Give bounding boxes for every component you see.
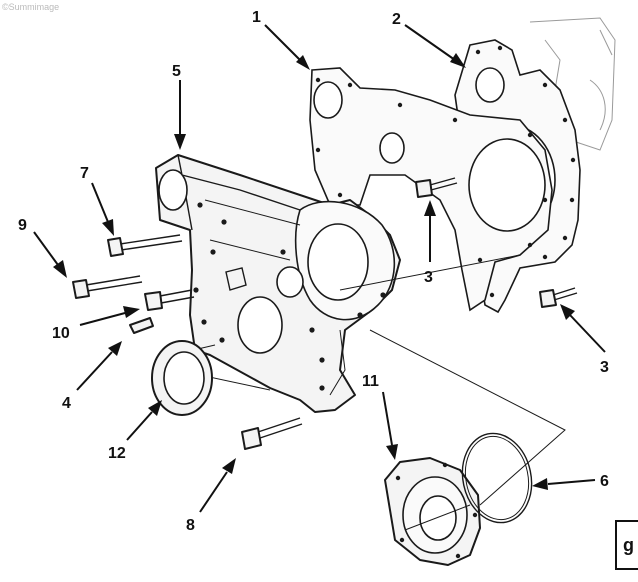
callout-leaders [33, 24, 606, 513]
front-cover-housing [155, 154, 401, 413]
callout-7: 7 [80, 165, 89, 182]
bolt-8 [241, 417, 303, 450]
bolt-9 [72, 275, 143, 299]
bolt-3-lower [539, 287, 578, 308]
watermark-text: ©Summimage [2, 2, 59, 12]
bolt-3-upper [415, 177, 458, 198]
callout-1: 1 [252, 9, 261, 26]
callout-10: 10 [52, 325, 70, 342]
callout-2: 2 [392, 11, 401, 28]
callout-3-lower: 3 [600, 359, 609, 376]
callout-5: 5 [172, 63, 181, 80]
callout-6: 6 [600, 473, 609, 490]
o-ring-6 [461, 432, 533, 524]
bolt-7 [107, 234, 183, 257]
figure-id-label: g [623, 535, 634, 555]
callout-11: 11 [362, 373, 379, 390]
dowel-pin-4 [129, 317, 154, 334]
callout-labels: 1 2 3 3 4 5 6 7 8 9 10 11 12 [18, 9, 609, 534]
figure-id-box: g [615, 520, 638, 570]
callout-9: 9 [18, 217, 27, 234]
callout-4: 4 [62, 395, 71, 412]
oil-seal-12 [151, 340, 213, 416]
seal-housing-11 [384, 457, 481, 566]
engine-block-background [529, 17, 616, 151]
callout-12: 12 [108, 445, 126, 462]
callout-8: 8 [186, 517, 195, 534]
callout-3-upper: 3 [424, 269, 433, 286]
bolt-10 [144, 289, 195, 311]
